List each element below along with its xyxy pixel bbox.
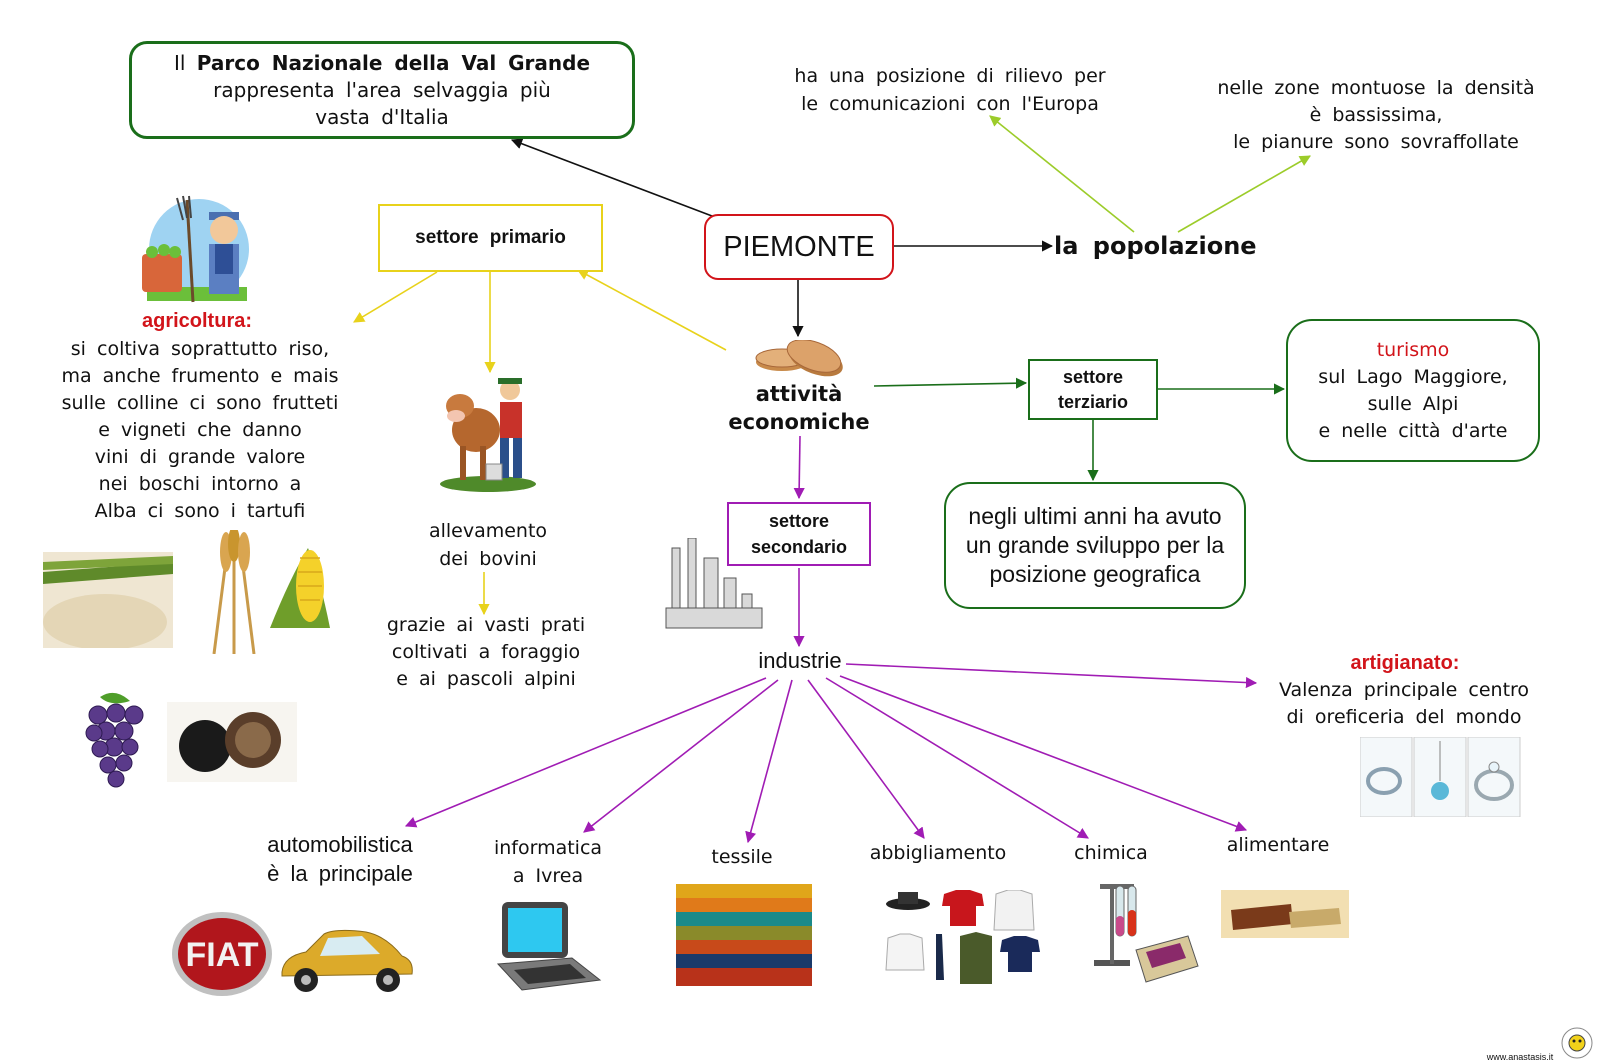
wheat-icon	[212, 530, 256, 654]
clothes-icon	[885, 890, 1040, 984]
popolazione-rilievo: ha una posizione di rilievo per le comun…	[794, 65, 1106, 115]
arrow-industrie-chimica	[825, 677, 1089, 839]
arrow-industrie-informatica	[583, 679, 779, 833]
agricoltura-title: agricoltura:	[141, 310, 253, 332]
arrow-attivita-terziario	[873, 377, 1028, 389]
parco-box: Il Parco Nazionale della Val Grande rapp…	[129, 41, 635, 139]
jewels-icon	[1360, 737, 1521, 817]
footer-site: www.anastasis.it	[1486, 1052, 1554, 1062]
turismo-box: turismo sul Lago Maggiore, sulle Alpi e …	[1286, 319, 1540, 462]
popolazione-title: la popolazione	[1054, 232, 1257, 260]
arrow-piemonte-parco	[510, 138, 713, 217]
settore-primario-box: settore primario	[378, 204, 603, 272]
laptop-icon	[496, 902, 602, 991]
sviluppo-box: negli ultimi anni ha avuto un grande svi…	[944, 482, 1246, 609]
agricoltura-text: si coltiva soprattutto riso, ma anche fr…	[61, 338, 339, 522]
factory-icon	[665, 538, 763, 629]
settore-primario-label: settore primario	[415, 227, 566, 248]
allevamento-text: allevamento dei bovini	[428, 520, 548, 570]
industrie-label: industrie	[758, 648, 842, 673]
parco-line-2: rappresenta l'area selvaggia più	[213, 77, 551, 102]
truffle-icon	[167, 702, 297, 782]
settore-terziario-box: settore terziario	[1028, 359, 1158, 420]
cow-farmer-icon	[440, 378, 536, 492]
arrow-popolazione-densita	[1177, 155, 1311, 233]
chemistry-icon	[1094, 884, 1199, 983]
branch-tessile: tessile	[711, 846, 773, 868]
arrow-industrie-alimentare	[839, 675, 1248, 832]
arrow-attivita-primario	[577, 269, 727, 351]
piemonte-title: PIEMONTE	[723, 230, 875, 263]
grapes-icon	[85, 692, 144, 788]
prati-text: grazie ai vasti prati coltivati a foragg…	[386, 614, 586, 690]
arrow-industrie-abbigliamento	[807, 679, 925, 839]
textile-icon	[676, 884, 812, 986]
branch-alimentare: alimentare	[1226, 834, 1330, 856]
arrow-industrie-tessile	[745, 679, 793, 844]
branch-chimica: chimica	[1074, 842, 1148, 864]
supermappe-logo-icon	[1561, 1027, 1593, 1059]
fiat-logo-icon: FIAT	[172, 912, 272, 996]
arrow-industrie-artigianato	[845, 663, 1258, 689]
branch-abbigliamento: abbigliamento	[869, 842, 1007, 864]
attivita-economiche-label: attività economiche	[728, 382, 870, 434]
corn-icon	[270, 548, 330, 628]
popolazione-densita: nelle zone montuose la densità è bassiss…	[1217, 77, 1535, 153]
coins-icon	[755, 340, 843, 377]
branch-automobilistica: automobilistica è la principale	[267, 832, 413, 886]
piemonte-node: PIEMONTE	[704, 214, 894, 280]
arrow-attivita-secondario	[793, 435, 805, 500]
turismo-title: turismo	[1376, 338, 1450, 361]
parco-name: Parco Nazionale della Val Grande	[196, 50, 591, 75]
settore-secondario-box: settore secondario	[727, 502, 871, 566]
farmer-icon	[142, 195, 249, 303]
food-icon	[1221, 890, 1349, 938]
arrow-industrie-automobilistica	[404, 677, 767, 828]
parco-prefix: Il	[173, 50, 186, 75]
parco-line-3: vasta d'Italia	[315, 104, 449, 129]
artigianato-text: Valenza principale centro di oreficeria …	[1278, 679, 1530, 728]
car-icon	[281, 929, 413, 992]
branch-informatica: informatica a Ivrea	[493, 837, 603, 887]
arrow-popolazione-rilievo	[989, 115, 1135, 233]
artigianato-title: artigianato:	[1350, 652, 1460, 674]
rice-icon	[43, 552, 173, 648]
arrow-primario-agricoltura	[353, 271, 438, 323]
svg-text:FIAT: FIAT	[185, 936, 258, 974]
